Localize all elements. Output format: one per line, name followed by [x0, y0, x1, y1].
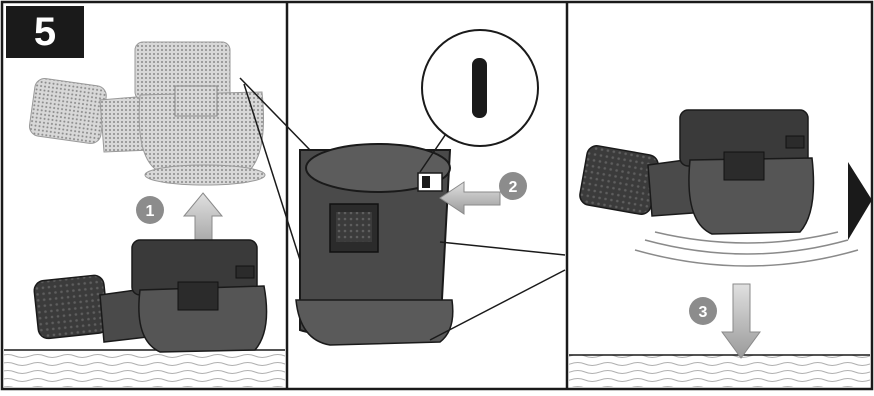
- vibration-lines: [635, 232, 858, 266]
- step-number: 5: [6, 6, 84, 58]
- power-switch: [418, 173, 442, 191]
- sander-running: [578, 110, 813, 234]
- step-badge-2-label: 2: [509, 179, 518, 196]
- panel-1: 1: [4, 42, 310, 387]
- wood-surface-1: [4, 350, 285, 387]
- step-badge-1: 1: [136, 196, 164, 224]
- ghost-sander: [28, 42, 265, 185]
- step-badge-3: 3: [689, 297, 717, 325]
- sander-on-surface: [33, 240, 266, 352]
- switch-on-symbol: [472, 58, 487, 118]
- step-badge-1-label: 1: [146, 203, 155, 220]
- step-badge-3-label: 3: [699, 304, 708, 321]
- step-badge-2: 2: [499, 172, 527, 200]
- panel-2: 2: [296, 30, 565, 345]
- wood-surface-3: [569, 355, 870, 387]
- panel-3: 3: [569, 110, 872, 387]
- triangle-right-icon: [848, 162, 872, 240]
- lower-arrow-icon: [722, 284, 760, 358]
